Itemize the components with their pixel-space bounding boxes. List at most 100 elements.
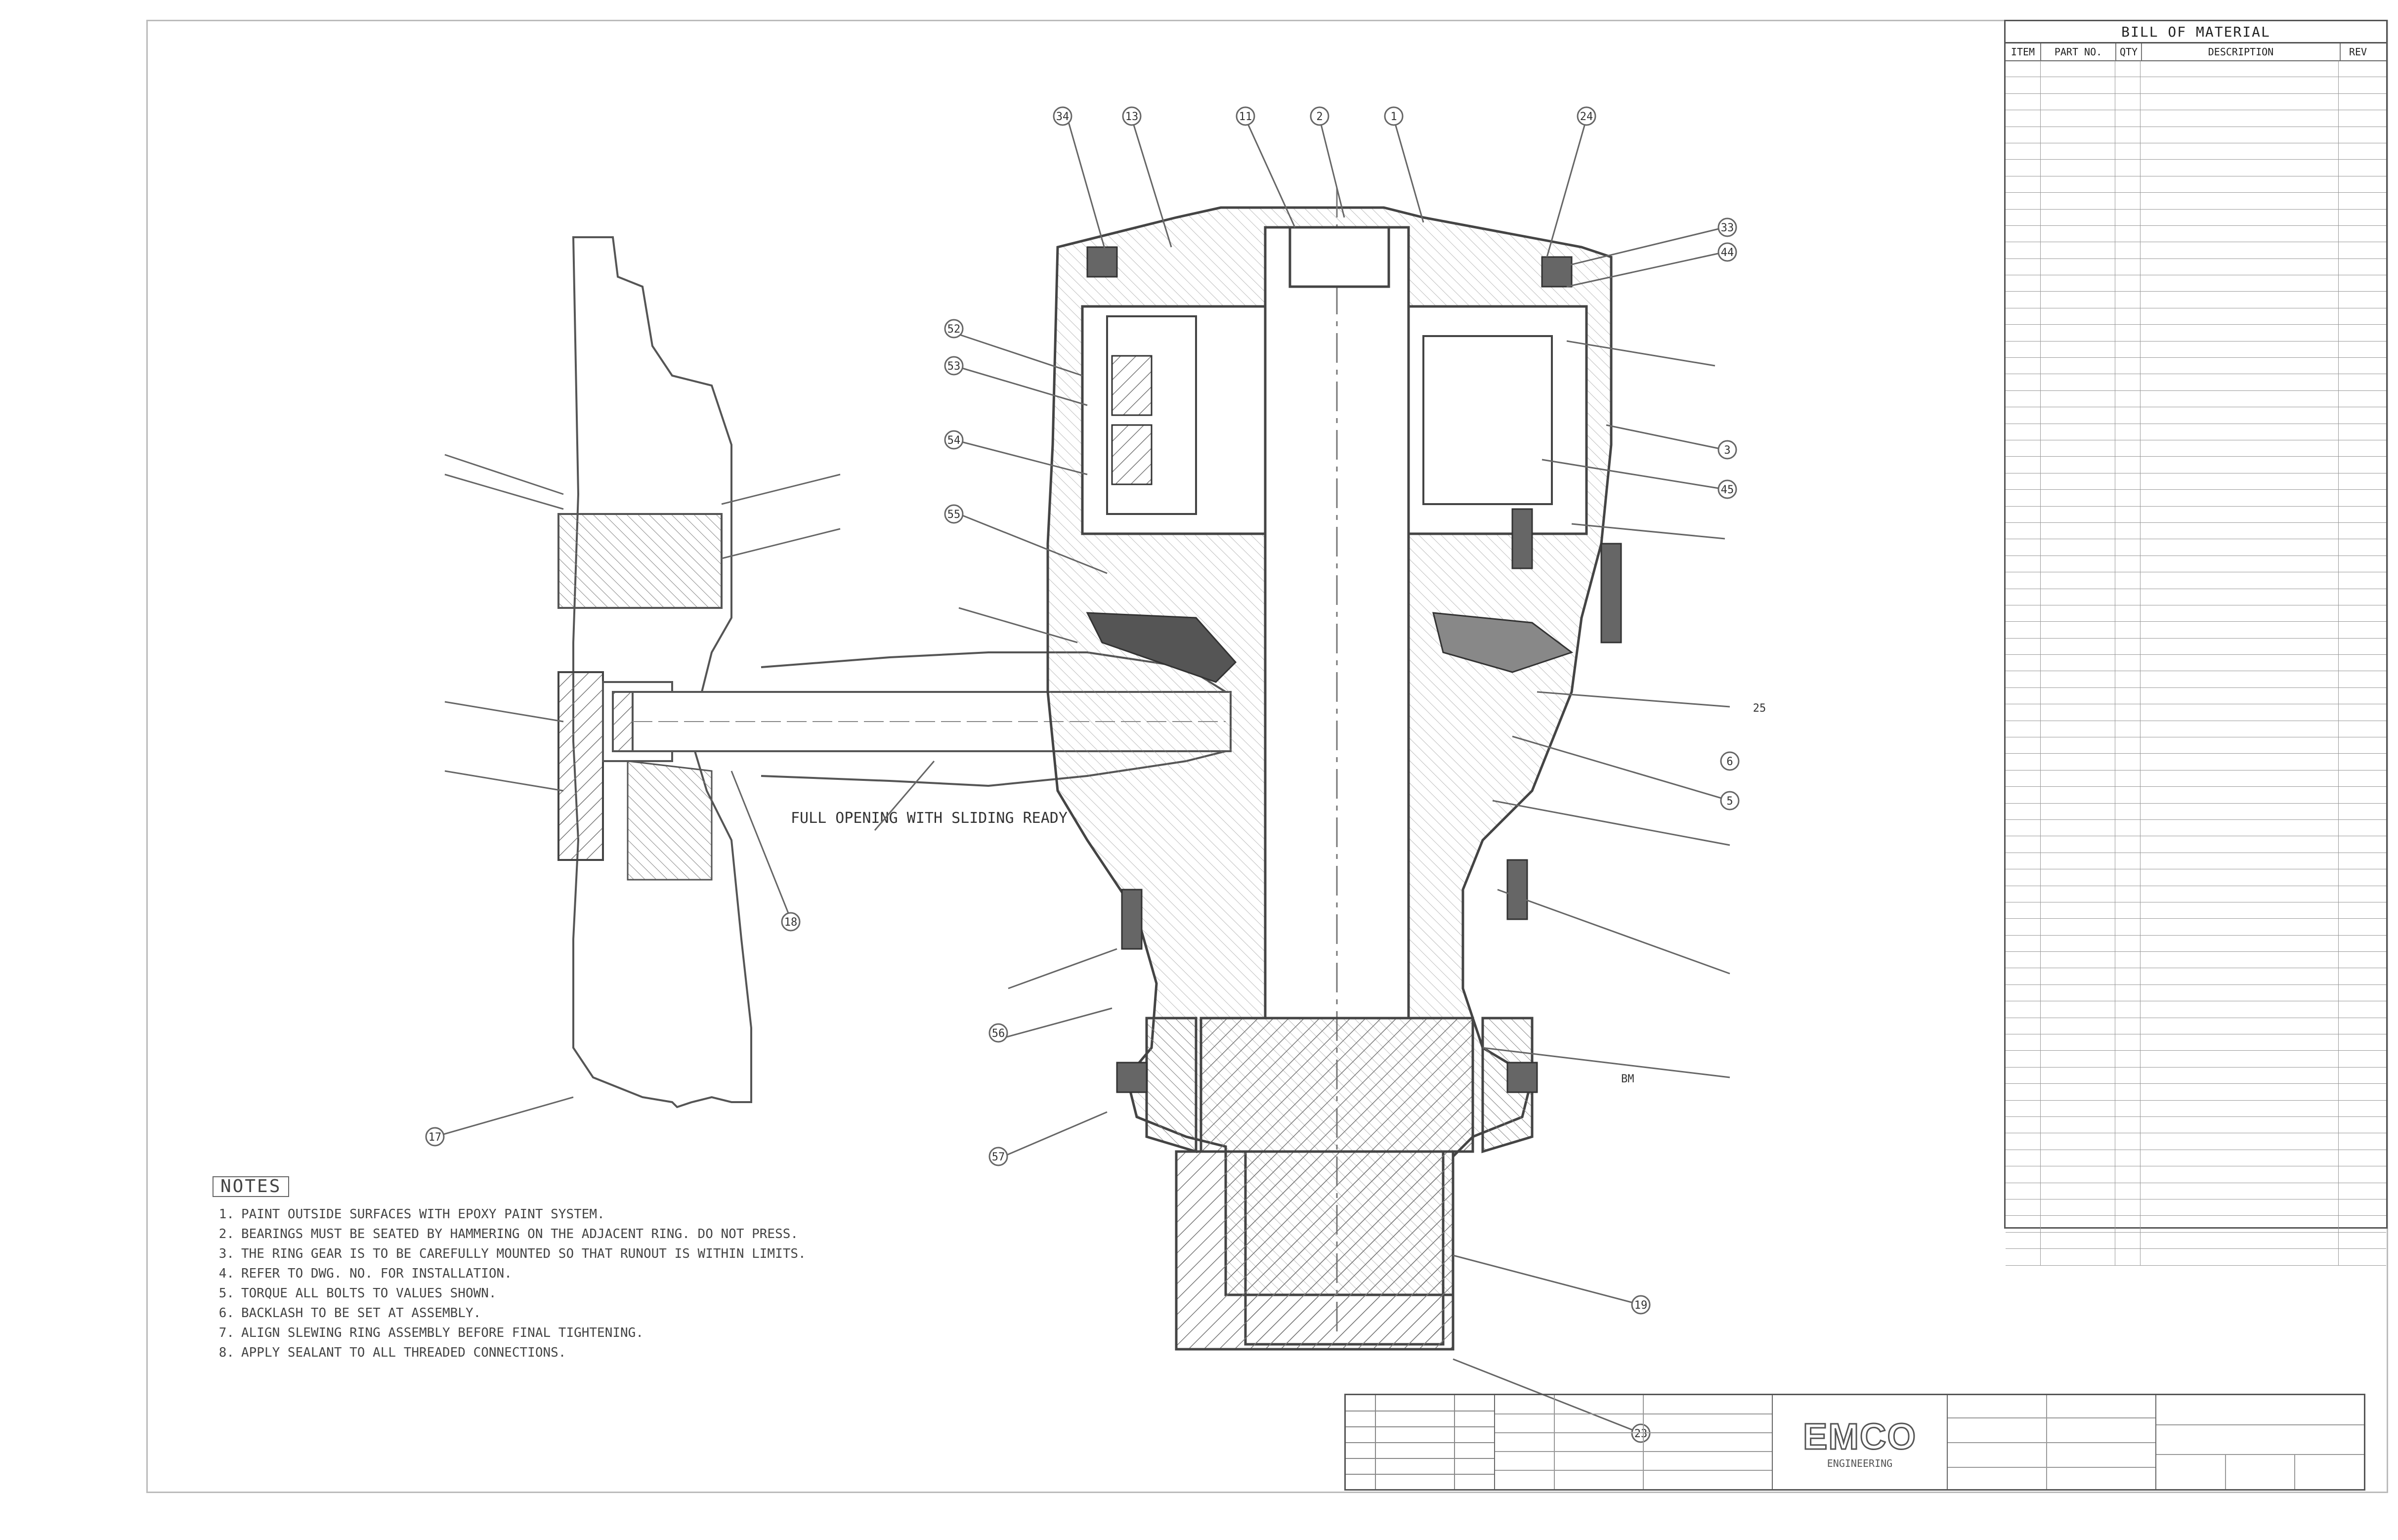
bom-cell <box>2339 820 2373 836</box>
bom-cell <box>2115 193 2141 209</box>
bom-row <box>2006 258 2386 276</box>
bom-cell <box>2041 984 2115 1001</box>
bom-cell <box>2141 1166 2339 1183</box>
bom-cell <box>2115 1232 2141 1249</box>
bom-cell <box>2041 143 2115 160</box>
balloon-label: 33 <box>1721 222 1734 234</box>
bom-row <box>2006 473 2386 490</box>
bom-row <box>2006 638 2386 655</box>
bom-row <box>2006 721 2386 738</box>
bom-cell <box>2339 539 2373 555</box>
bom-cell <box>2006 935 2041 952</box>
bom-row <box>2006 358 2386 375</box>
bom-cell <box>2339 1034 2373 1050</box>
bom-cell <box>2115 638 2141 655</box>
bom-cell <box>2115 1166 2141 1183</box>
balloon-markers <box>425 106 1740 1443</box>
bom-cell <box>2006 506 2041 522</box>
bom-cell <box>2141 341 2339 358</box>
bom-cell <box>2339 605 2373 621</box>
bom-cell <box>2339 721 2373 737</box>
bom-cell <box>2006 1183 2041 1199</box>
bom-cell <box>2141 919 2339 935</box>
bom-cell <box>2041 787 2115 803</box>
bom-cell <box>2339 292 2373 307</box>
bom-cell <box>2115 589 2141 605</box>
bom-cell <box>2141 803 2339 819</box>
balloon-label: 1 <box>1390 111 1397 123</box>
balloon-label: 34 <box>1056 111 1070 123</box>
bom-cell <box>2006 93 2041 110</box>
bom-row <box>2006 457 2386 473</box>
bom-cell <box>2141 704 2339 721</box>
bom-cell <box>2339 308 2373 324</box>
bom-cell <box>2339 936 2373 951</box>
balloon-label: 56 <box>992 1027 1005 1040</box>
bom-cell <box>2115 1117 2141 1133</box>
bom-cell <box>2141 754 2339 770</box>
bom-cell <box>2141 143 2339 160</box>
bom-cell <box>2006 308 2041 325</box>
bom-cell <box>2339 160 2373 175</box>
bom-cell <box>2339 704 2373 720</box>
bom-cell <box>2115 1084 2141 1100</box>
bom-cell <box>2141 572 2339 589</box>
bom-cell <box>2141 655 2339 671</box>
bom-cell <box>2041 424 2115 440</box>
bom-cell <box>2041 671 2115 687</box>
bom-row <box>2006 1150 2386 1167</box>
note-text: APPLY SEALANT TO ALL THREADED CONNECTION… <box>241 1345 566 1360</box>
bom-row <box>2006 1051 2386 1068</box>
bom-cell <box>2141 506 2339 522</box>
drawing-number-block <box>2156 1395 2364 1489</box>
bom-cell <box>2115 886 2141 902</box>
bom-cell <box>2006 1117 2041 1133</box>
bom-cell <box>2141 935 2339 952</box>
bom-cell <box>2115 984 2141 1001</box>
bom-row <box>2006 341 2386 358</box>
bom-cell <box>2339 1117 2373 1133</box>
output-shaft <box>1145 1017 1534 1351</box>
bom-cell <box>2115 341 2141 358</box>
company-subtitle: ENGINEERING <box>1827 1457 1893 1469</box>
bom-cell <box>2041 193 2115 209</box>
note-text: PAINT OUTSIDE SURFACES WITH EPOXY PAINT … <box>241 1207 605 1222</box>
bom-cell <box>2006 209 2041 225</box>
bom-cell <box>2006 853 2041 869</box>
bom-cell <box>2041 457 2115 473</box>
bom-cell <box>2141 721 2339 737</box>
bom-cell <box>2339 1051 2373 1067</box>
bom-cell <box>2339 1150 2373 1166</box>
bom-cell <box>2141 622 2339 638</box>
bom-cell <box>2041 292 2115 308</box>
bom-cell <box>2339 968 2373 984</box>
bom-cell <box>2115 225 2141 242</box>
bom-row <box>2006 522 2386 540</box>
bom-cell <box>2339 193 2373 209</box>
bom-cell <box>2006 622 2041 638</box>
bom-cell <box>2115 687 2141 704</box>
bom-row <box>2006 687 2386 705</box>
bom-cell <box>2141 1051 2339 1067</box>
bom-cell <box>2006 589 2041 605</box>
bom-cell <box>2141 819 2339 836</box>
bom-row <box>2006 803 2386 820</box>
bom-cell <box>2041 919 2115 935</box>
bom-cell <box>2339 770 2373 786</box>
bom-row <box>2006 572 2386 589</box>
bom-row <box>2006 1018 2386 1035</box>
bom-cell <box>2006 110 2041 127</box>
bom-cell <box>2115 1034 2141 1051</box>
bom-cell <box>2041 374 2115 390</box>
bom-row <box>2006 770 2386 787</box>
bom-cell <box>2006 721 2041 737</box>
bom-cell <box>2115 258 2141 275</box>
bom-cell <box>2041 407 2115 424</box>
bom-cell <box>2041 1216 2115 1232</box>
bom-cell <box>2041 275 2115 292</box>
balloon-label: 18 <box>784 916 798 929</box>
drawing-info-block <box>1948 1395 2156 1489</box>
bom-cell <box>2339 424 2373 440</box>
bom-cell <box>2115 77 2141 93</box>
balloon-label: 44 <box>1721 247 1734 259</box>
